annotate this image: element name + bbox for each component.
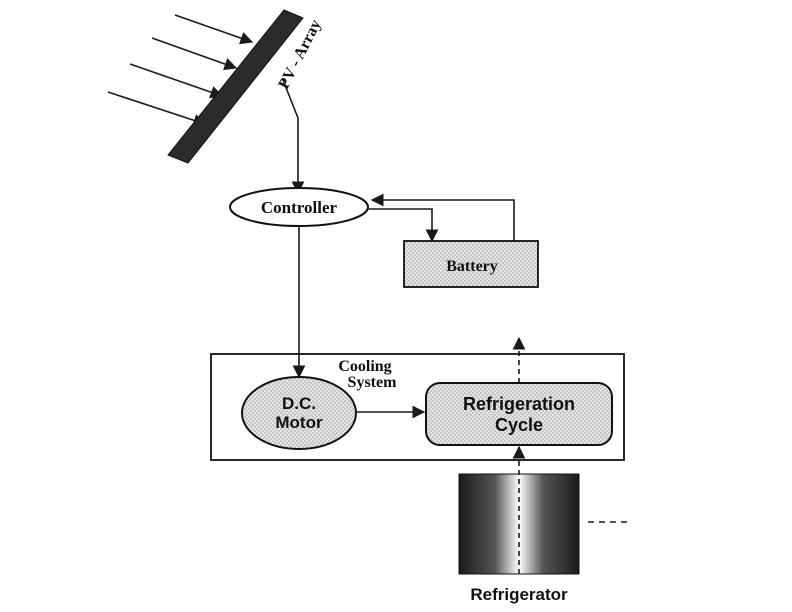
pv-to-controller-line [282, 79, 305, 195]
battery-to-controller-line [370, 193, 515, 241]
sun-ray-arrow-icon [174, 14, 254, 45]
sun-rays [107, 14, 254, 127]
dc-motor-label-line1: D.C. [282, 394, 316, 413]
battery-label: Battery [446, 258, 498, 275]
dc-motor-node [241, 376, 357, 450]
refrigerator-label: Refrigerator [470, 585, 568, 604]
sun-ray-arrow-icon [129, 63, 224, 99]
pv-array-panel-icon [167, 9, 304, 164]
controller-label: Controller [261, 198, 338, 217]
sun-ray-arrow-icon [107, 91, 207, 127]
controller-to-battery-line [368, 208, 439, 243]
refrigeration-cycle-label-line2: Cycle [495, 415, 543, 435]
cooling-system-box [210, 353, 625, 461]
sun-ray-arrow-icon [151, 37, 238, 71]
dc-motor-label-line2: Motor [275, 413, 323, 432]
cooling-system-label-line1: Cooling [338, 358, 391, 375]
refrigeration-cycle-node [425, 382, 613, 446]
battery-node [403, 240, 539, 288]
refrigeration-cycle-label-line1: Refrigeration [463, 394, 575, 414]
cooling-system-label-line2: System [348, 374, 398, 391]
